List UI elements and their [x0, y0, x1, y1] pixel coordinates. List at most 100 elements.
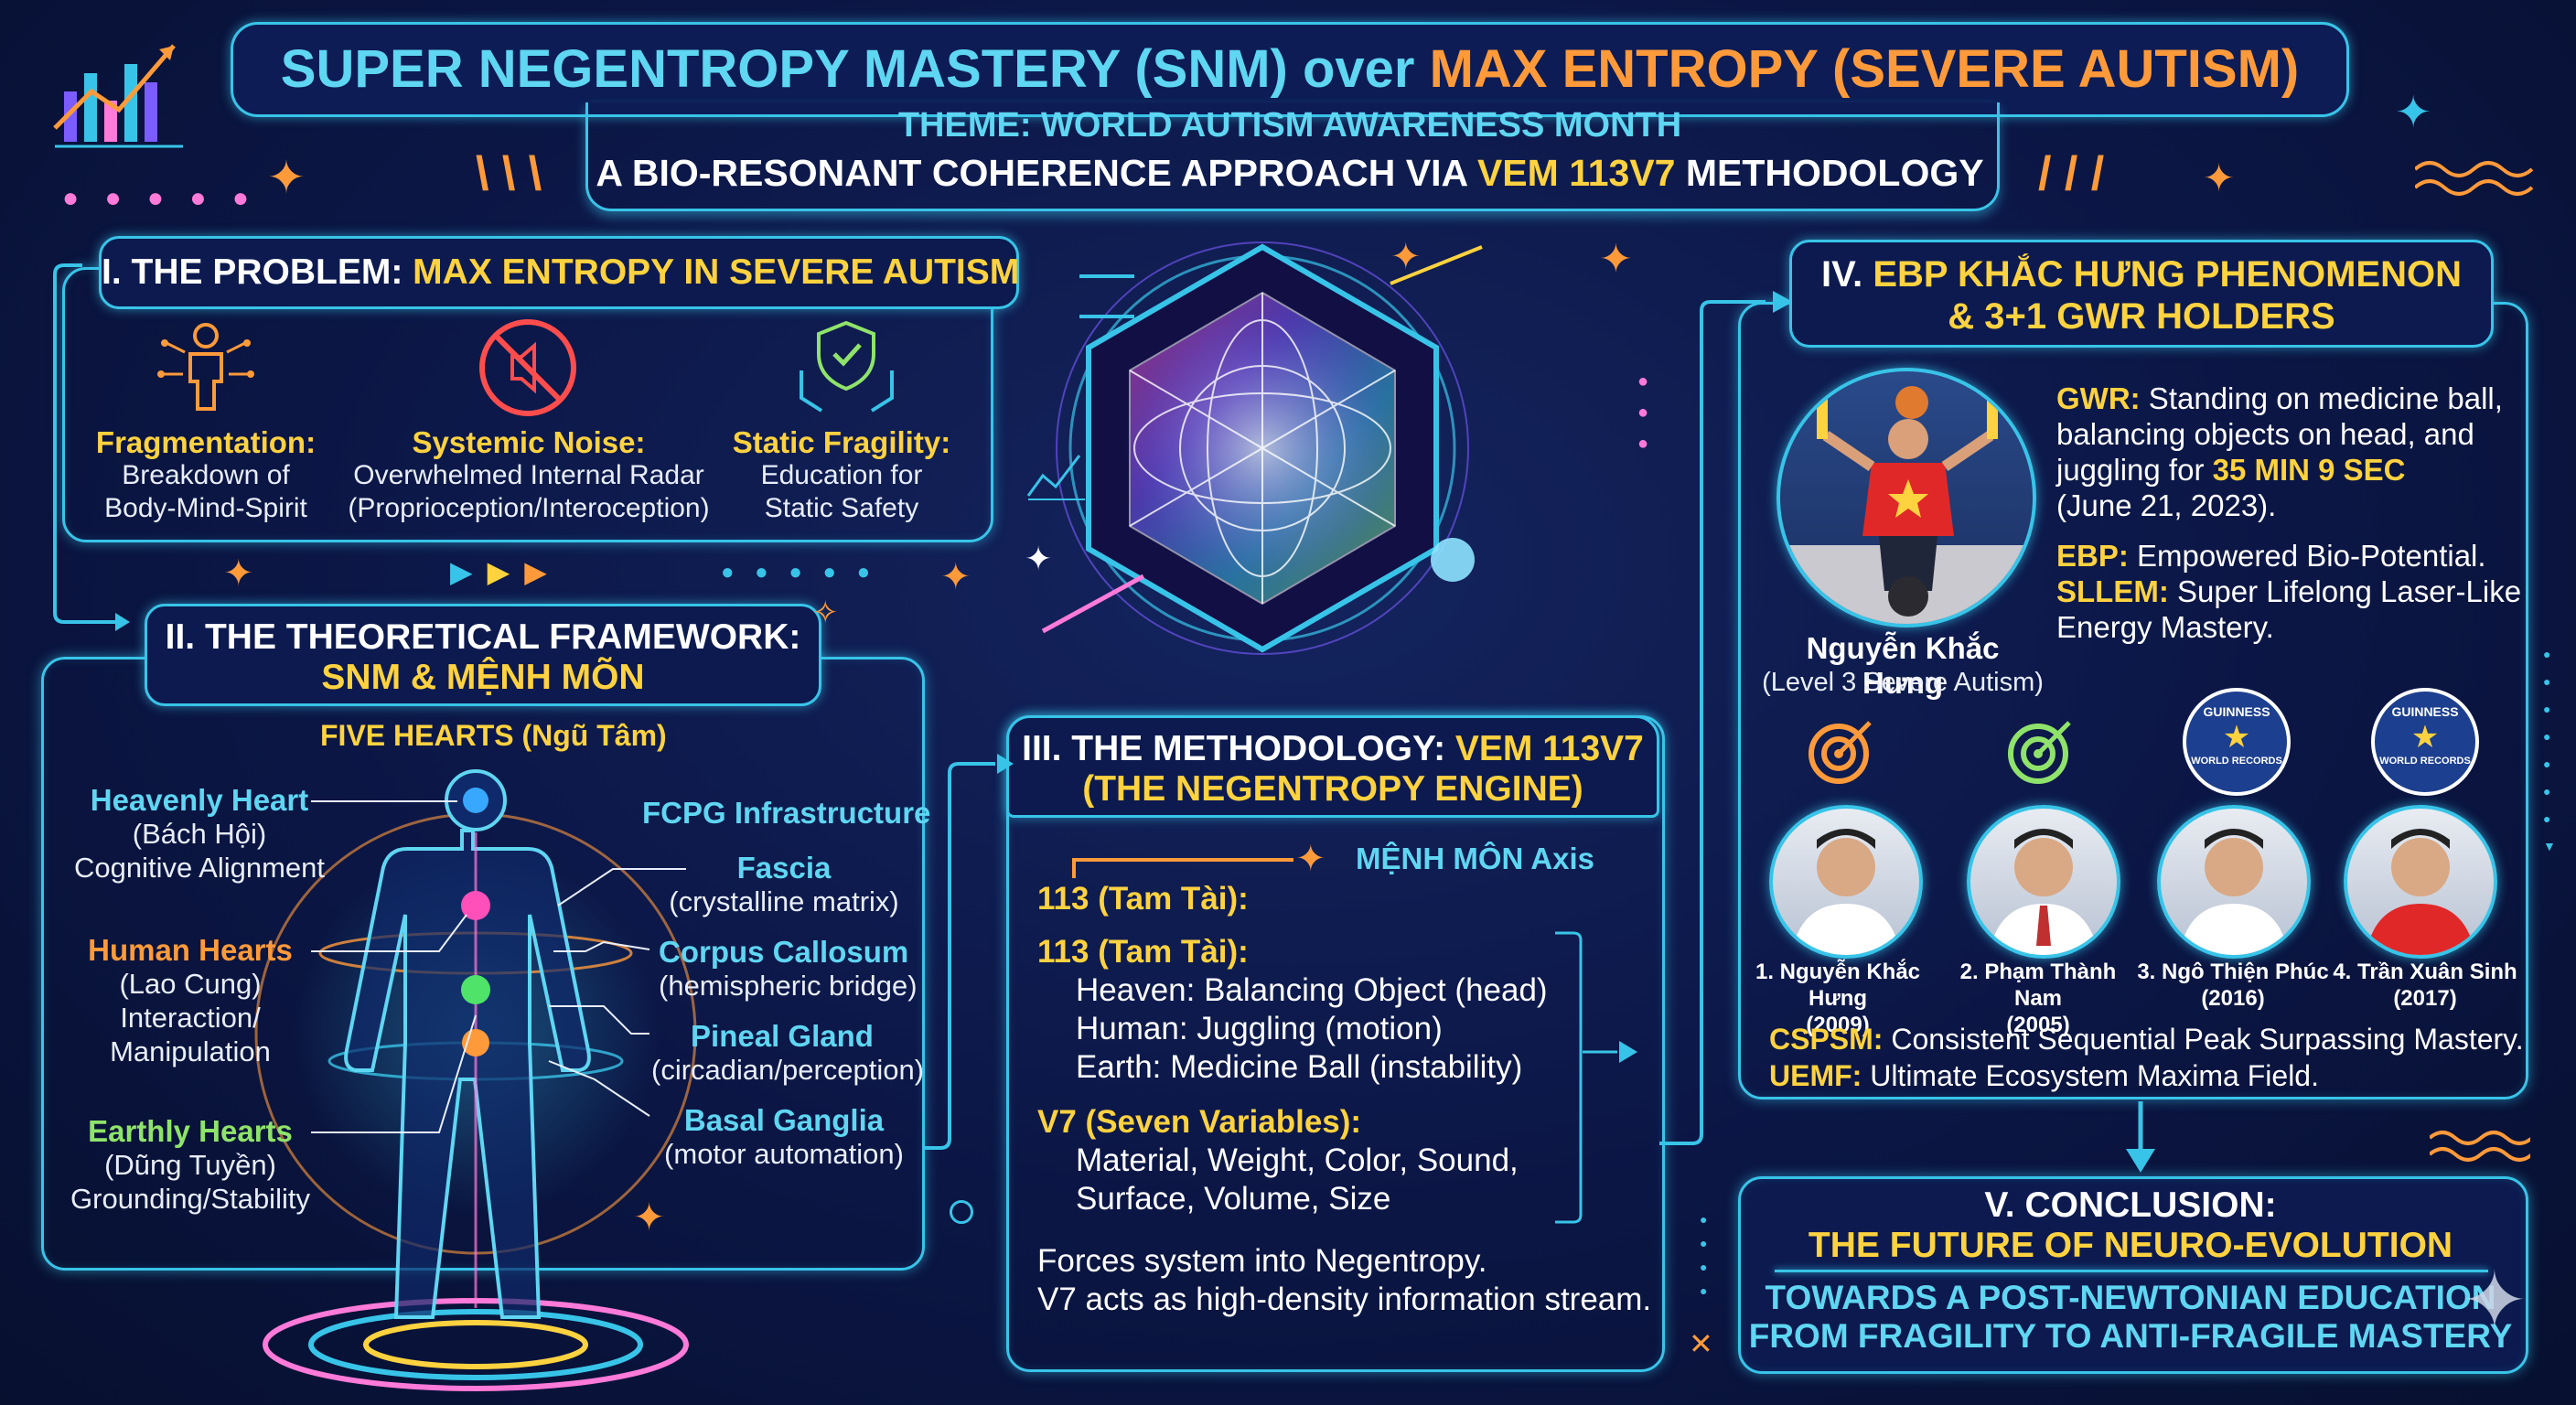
holder-3-caption: 3. Ngô Thiện Phúc(2016)	[2137, 959, 2329, 1012]
sparkle-icon-geo: ✦	[1390, 237, 1422, 277]
tam-item-earth: Earth: Medicine Ball (instability)	[1076, 1049, 1523, 1085]
theme-line: THEME: WORLD AUTISM AWARENESS MONTH	[897, 106, 1682, 145]
bracket-arrow	[1555, 931, 1637, 1224]
target-icon-green	[2008, 721, 2071, 784]
svg-text:✦: ✦	[1295, 838, 1326, 880]
pineal-gland-label: Pineal Gland (circadian/perception)	[651, 1019, 924, 1087]
sllem-label: SLLEM:	[2056, 574, 2169, 608]
gwr-text-3: juggling for	[2056, 453, 2213, 487]
holder-2-caption: 2. Phạm Thành Nam(2005)	[1937, 959, 2139, 1038]
conclusion-body: TOWARDS A POST-NEWTONIAN EDUCATION FROM …	[1738, 1279, 2523, 1356]
tam-tai-a: 113 (Tam Tài):	[1037, 881, 1249, 917]
sparkle-icon-geo2: ✦	[1025, 540, 1053, 577]
holder-photo-2	[1967, 805, 2120, 959]
guinness-badge-1-top: GUINNESS	[2203, 704, 2270, 719]
problem-heading-b: MAX ENTROPY IN SEVERE AUTISM	[413, 252, 1020, 292]
conclusion-panel	[1738, 1176, 2528, 1374]
holder-4-caption: 4. Trần Xuân Sinh(2017)	[2329, 959, 2521, 1012]
human-hearts-label: Human Hearts (Lao Cung) Interaction/ Man…	[62, 933, 318, 1068]
dots-vertical-right: ●●●●●●●▼	[2543, 647, 2556, 853]
guinness-badge-1: GUINNESS ★ WORLD RECORDS	[2183, 688, 2291, 796]
noise-line2: (Proprioception/Interoception)	[348, 493, 710, 523]
tam-item-human: Human: Juggling (motion)	[1076, 1011, 1443, 1046]
sllem-text-1: Super Lifelong Laser-Like	[2168, 574, 2522, 608]
guinness-badge-2-bottom: WORLD RECORDS	[2379, 756, 2471, 767]
title-part1: SUPER NEGENTROPY MASTERY (SNM) over	[280, 39, 1430, 99]
uemf-text: Ultimate Ecosystem Maxima Field.	[1862, 1059, 2319, 1092]
guinness-star-icon-2: ★	[2410, 720, 2440, 755]
circle-marker	[950, 1200, 973, 1224]
cspsm-label: CSPSM:	[1769, 1023, 1884, 1056]
problem-heading: I. THE PROBLEM: MAX ENTROPY IN SEVERE AU…	[99, 236, 1019, 309]
heavenly-heart-l1: (Bách Hội)	[132, 818, 267, 850]
corpus-callosum-l1: (hemispheric bridge)	[659, 970, 918, 1002]
methodology-heading-b: VEM 113V7	[1454, 729, 1644, 768]
earthly-hearts-l1: (Dũng Tuyền)	[104, 1149, 276, 1181]
noise-title: Systemic Noise:	[412, 425, 646, 459]
conclusion-divider	[1775, 1270, 2488, 1272]
human-hearts-l3: Manipulation	[110, 1035, 271, 1067]
shield-hands-icon	[800, 320, 894, 413]
slash-decoration: \ \ \	[476, 147, 542, 200]
hero-note: (Level 3 Severe Autism)	[1762, 668, 2044, 697]
conclusion-heading-a: V. CONCLUSION:	[1984, 1185, 2277, 1225]
target-icon-orange	[1809, 721, 1872, 784]
methodology-heading: III. THE METHODOLOGY: VEM 113V7 (THE NEG…	[1006, 715, 1659, 818]
ebp-label: EBP:	[2056, 539, 2129, 573]
earthly-hearts-title: Earthly Hearts	[88, 1114, 293, 1148]
uemf-label: UEMF:	[1769, 1059, 1862, 1092]
gwr-text-2: balancing objects on head, and	[2056, 417, 2474, 451]
holder-3-name: 3. Ngô Thiện Phúc	[2137, 960, 2329, 984]
heavenly-heart-title: Heavenly Heart	[90, 783, 309, 817]
gwr-text: GWR: Standing on medicine ball, balancin…	[2056, 381, 2521, 645]
sparkle-icon-mid2: ✦	[940, 557, 971, 597]
guinness-badge-1-bottom: WORLD RECORDS	[2191, 756, 2282, 767]
framework-heading-a: II. THE THEORETICAL FRAMEWORK:	[165, 617, 801, 657]
conclusion-heading-b: THE FUTURE OF NEURO-EVOLUTION	[1808, 1226, 2453, 1265]
holder-1-name: 1. Nguyễn Khắc Hưng	[1755, 960, 1921, 1011]
sparkle-icon-mid: ✦	[223, 553, 254, 594]
title-subpanel	[585, 102, 2000, 211]
menh-mon-axis-label: MỆNH MÔN Axis	[1356, 842, 1594, 875]
arrow-iv-v	[2126, 1101, 2155, 1173]
sparkle-icon-corner: ✦	[2461, 1255, 2528, 1346]
hero-photo	[1776, 368, 2036, 627]
basal-ganglia-label: Basal Ganglia (motor automation)	[660, 1103, 907, 1171]
hero-name: Nguyễn Khắc Hưng	[1806, 631, 2000, 700]
gwr-time: 35 MIN 9 SEC	[2212, 453, 2406, 487]
sparkle-icon-body: ✦	[633, 1196, 666, 1239]
earthly-hearts-label: Earthly Hearts (Dũng Tuyền) Grounding/St…	[62, 1114, 318, 1216]
fragility-line2: Static Safety	[764, 493, 919, 523]
problem-item-noise: Systemic Noise: Overwhelmed Internal Rad…	[346, 426, 712, 525]
left-connector	[53, 263, 130, 631]
lines-decoration	[1079, 274, 1134, 318]
cspsm-uemf-text: CSPSM: Consistent Sequential Peak Surpas…	[1769, 1021, 2524, 1094]
human-hearts-title: Human Hearts	[88, 933, 293, 967]
sparkle-icon-right: ✦	[2395, 89, 2432, 137]
wave-decoration	[2415, 161, 2534, 196]
heavenly-heart-label: Heavenly Heart (Bách Hội) Cognitive Alig…	[62, 783, 337, 885]
holder-1-caption: 1. Nguyễn Khắc Hưng(2009)	[1734, 959, 1941, 1038]
methodology-text: 113 (Tam Tài): 113 (Tam Tài): Heaven: Ba…	[1037, 880, 1651, 1319]
fragmentation-title: Fragmentation:	[95, 425, 317, 459]
body-figure	[254, 769, 697, 1391]
ebp-heading-c: & 3+1 GWR HOLDERS	[1948, 296, 2335, 337]
basal-ganglia-title: Basal Ganglia	[683, 1103, 885, 1137]
framework-heading: II. THE THEORETICAL FRAMEWORK: SNM & MỆN…	[145, 604, 821, 706]
guinness-badge-2: GUINNESS ★ WORLD RECORDS	[2371, 688, 2479, 796]
basal-ganglia-l1: (motor automation)	[664, 1138, 904, 1170]
problem-heading-a: I. THE PROBLEM:	[102, 252, 413, 292]
ebp-text: Empowered Bio-Potential.	[2128, 539, 2486, 573]
holder-photo-4	[2344, 805, 2497, 959]
connector-ii-iii	[924, 754, 1014, 1150]
sparkle-icon-geo3: ✦	[1599, 237, 1633, 282]
v7-item-2: Surface, Volume, Size	[1076, 1181, 1391, 1217]
methodology-heading-a: III. THE METHODOLOGY:	[1022, 729, 1455, 768]
fascia-title: Fascia	[736, 851, 832, 885]
holder-4-year: (2017)	[2393, 986, 2457, 1011]
holder-2-year: (2005)	[2006, 1013, 2070, 1037]
gwr-label: GWR:	[2056, 381, 2141, 415]
x-marker: ✕	[1689, 1327, 1713, 1360]
pineal-gland-title: Pineal Gland	[691, 1019, 874, 1053]
fragmentation-line2: Body-Mind-Spirit	[104, 493, 307, 523]
